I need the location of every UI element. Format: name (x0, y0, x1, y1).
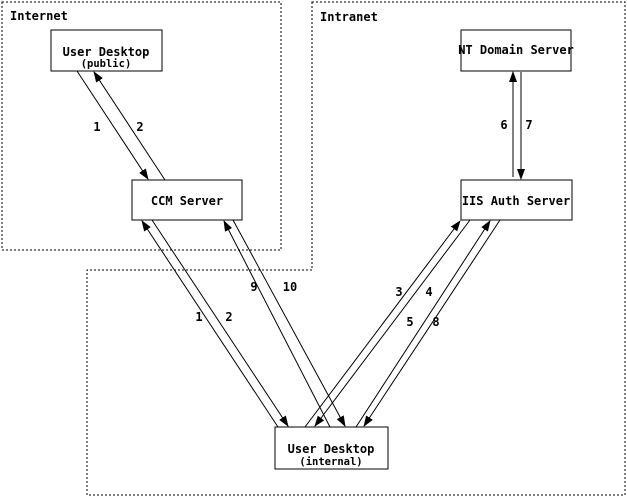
internet-zone-label: Internet (10, 9, 68, 23)
iis-auth-server-label: IIS Auth Server (462, 194, 570, 208)
arrow-step10-ccm-to-internal (232, 219, 346, 427)
arrow-step1-public-to-ccm (76, 70, 149, 180)
step-label-1-public: 1 (93, 120, 100, 134)
step-label-2-internal: 2 (225, 310, 232, 324)
arrow-step1-internal-to-ccm (141, 220, 279, 428)
user-desktop-public-label: User Desktop (63, 45, 150, 59)
node-ccm-server: CCM Server (131, 179, 243, 221)
user-desktop-public-sublabel: (public) (81, 58, 132, 70)
step-label-7: 7 (525, 118, 532, 132)
iis-auth-server-box (460, 179, 573, 221)
intranet-zone-label: Intranet (320, 10, 378, 24)
step-label-9: 9 (250, 280, 257, 294)
arrow-step5-internal-to-iis (355, 220, 491, 428)
step-label-4: 4 (425, 285, 432, 299)
flow-arrows (76, 70, 525, 428)
step-labels: 1 2 6 7 9 10 3 4 1 2 5 8 (93, 118, 532, 329)
ccm-server-box (131, 179, 243, 221)
node-user-desktop-public: User Desktop (public) (50, 29, 163, 72)
step-label-10: 10 (283, 280, 297, 294)
arrow-step2-ccm-to-internal (151, 219, 289, 427)
internet-zone-outline (1, 1, 282, 251)
arrow-step3-internal-to-iis (304, 220, 461, 428)
step-label-1-internal: 1 (195, 310, 202, 324)
step-label-8: 8 (432, 315, 439, 329)
user-desktop-internal-label: User Desktop (288, 442, 375, 456)
user-desktop-internal-sublabel: (internal) (299, 456, 362, 468)
step-label-2-public: 2 (136, 120, 143, 134)
user-desktop-internal-box (274, 426, 389, 470)
arrow-step9-internal-to-ccm (223, 220, 331, 428)
step-label-6: 6 (500, 118, 507, 132)
intranet-zone-outline (86, 1, 626, 496)
node-nt-domain-server: NT Domain Server (458, 29, 574, 72)
ccm-server-label: CCM Server (151, 194, 223, 208)
arrow-step2-ccm-to-public (93, 71, 166, 181)
nt-domain-server-box (460, 29, 572, 72)
step-label-3: 3 (395, 285, 402, 299)
arrow-step4-iis-to-internal (314, 219, 471, 427)
nt-domain-server-label: NT Domain Server (458, 43, 574, 57)
step-label-5: 5 (406, 315, 413, 329)
node-iis-auth-server: IIS Auth Server (460, 179, 573, 221)
arrow-step8-iis-to-internal (363, 219, 501, 427)
user-desktop-public-box (50, 29, 163, 72)
node-user-desktop-internal: User Desktop (internal) (274, 426, 389, 470)
